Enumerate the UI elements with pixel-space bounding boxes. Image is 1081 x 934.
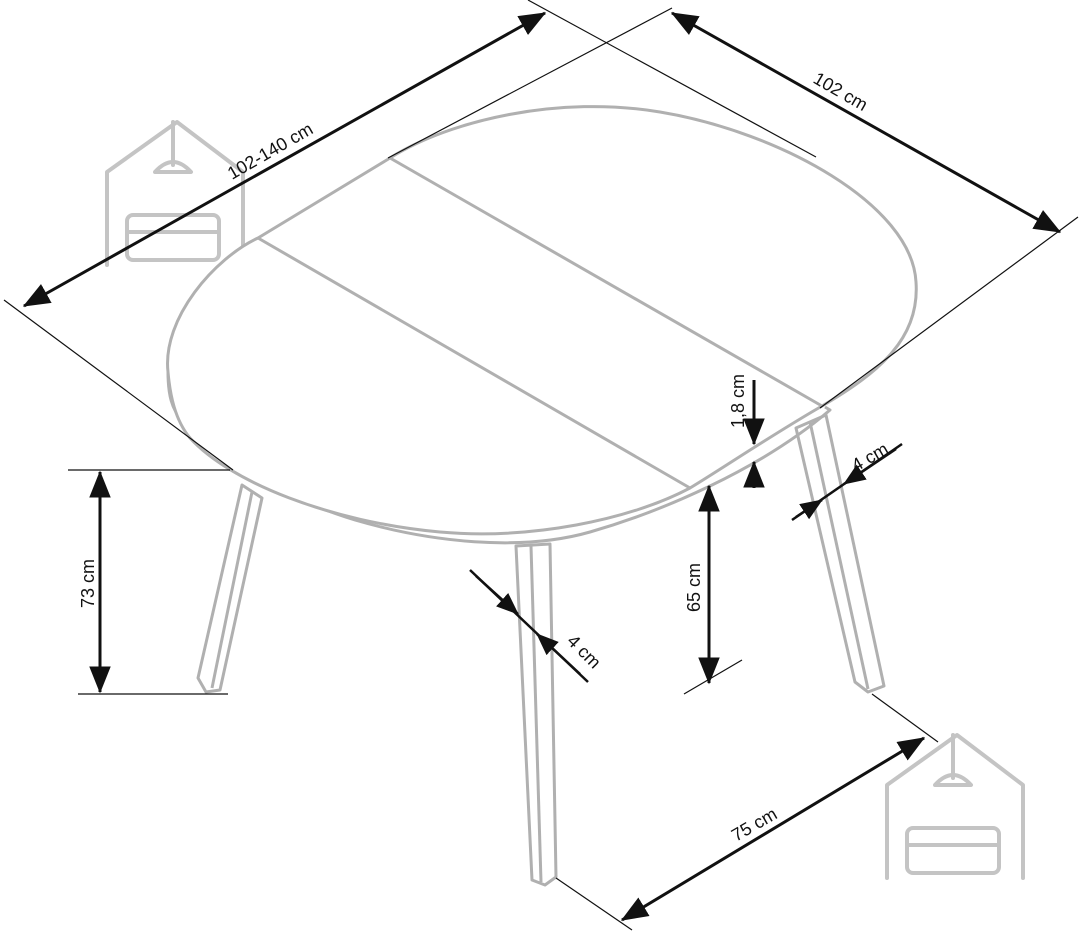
label-leg-right: 4 cm	[848, 439, 892, 476]
dim-leg-front-arrow-a	[475, 575, 519, 615]
tabletop-surface	[166, 105, 918, 536]
dimension-lines	[3, 0, 1079, 931]
dim-leg-right-arrow-a	[795, 498, 823, 520]
label-thickness: 1,8 cm	[728, 374, 748, 428]
table-leg-left	[196, 483, 264, 694]
label-clearance: 65 cm	[684, 563, 704, 612]
dim-clearance-ext-bottom	[683, 659, 743, 695]
label-leg-front: 4 cm	[563, 631, 605, 673]
dim-length-arrow	[22, 11, 547, 308]
dim-length-ext-left	[3, 299, 234, 471]
dim-legspacing-ext-left	[555, 877, 633, 931]
dim-width-arrow	[670, 11, 1062, 234]
label-height: 73 cm	[78, 559, 98, 608]
dim-legspacing-ext-right	[871, 693, 939, 743]
table-drawing	[166, 105, 918, 887]
dim-width-ext-right	[819, 216, 1079, 409]
dim-leg-right-arrow-b	[843, 447, 897, 486]
dim-leg-front-arrow-b	[536, 633, 581, 675]
watermark-logo-bottom-right	[885, 733, 1025, 880]
table-leg-front	[514, 542, 558, 887]
dim-legspacing-arrow	[620, 736, 926, 922]
dim-width-ext-top	[387, 7, 673, 159]
